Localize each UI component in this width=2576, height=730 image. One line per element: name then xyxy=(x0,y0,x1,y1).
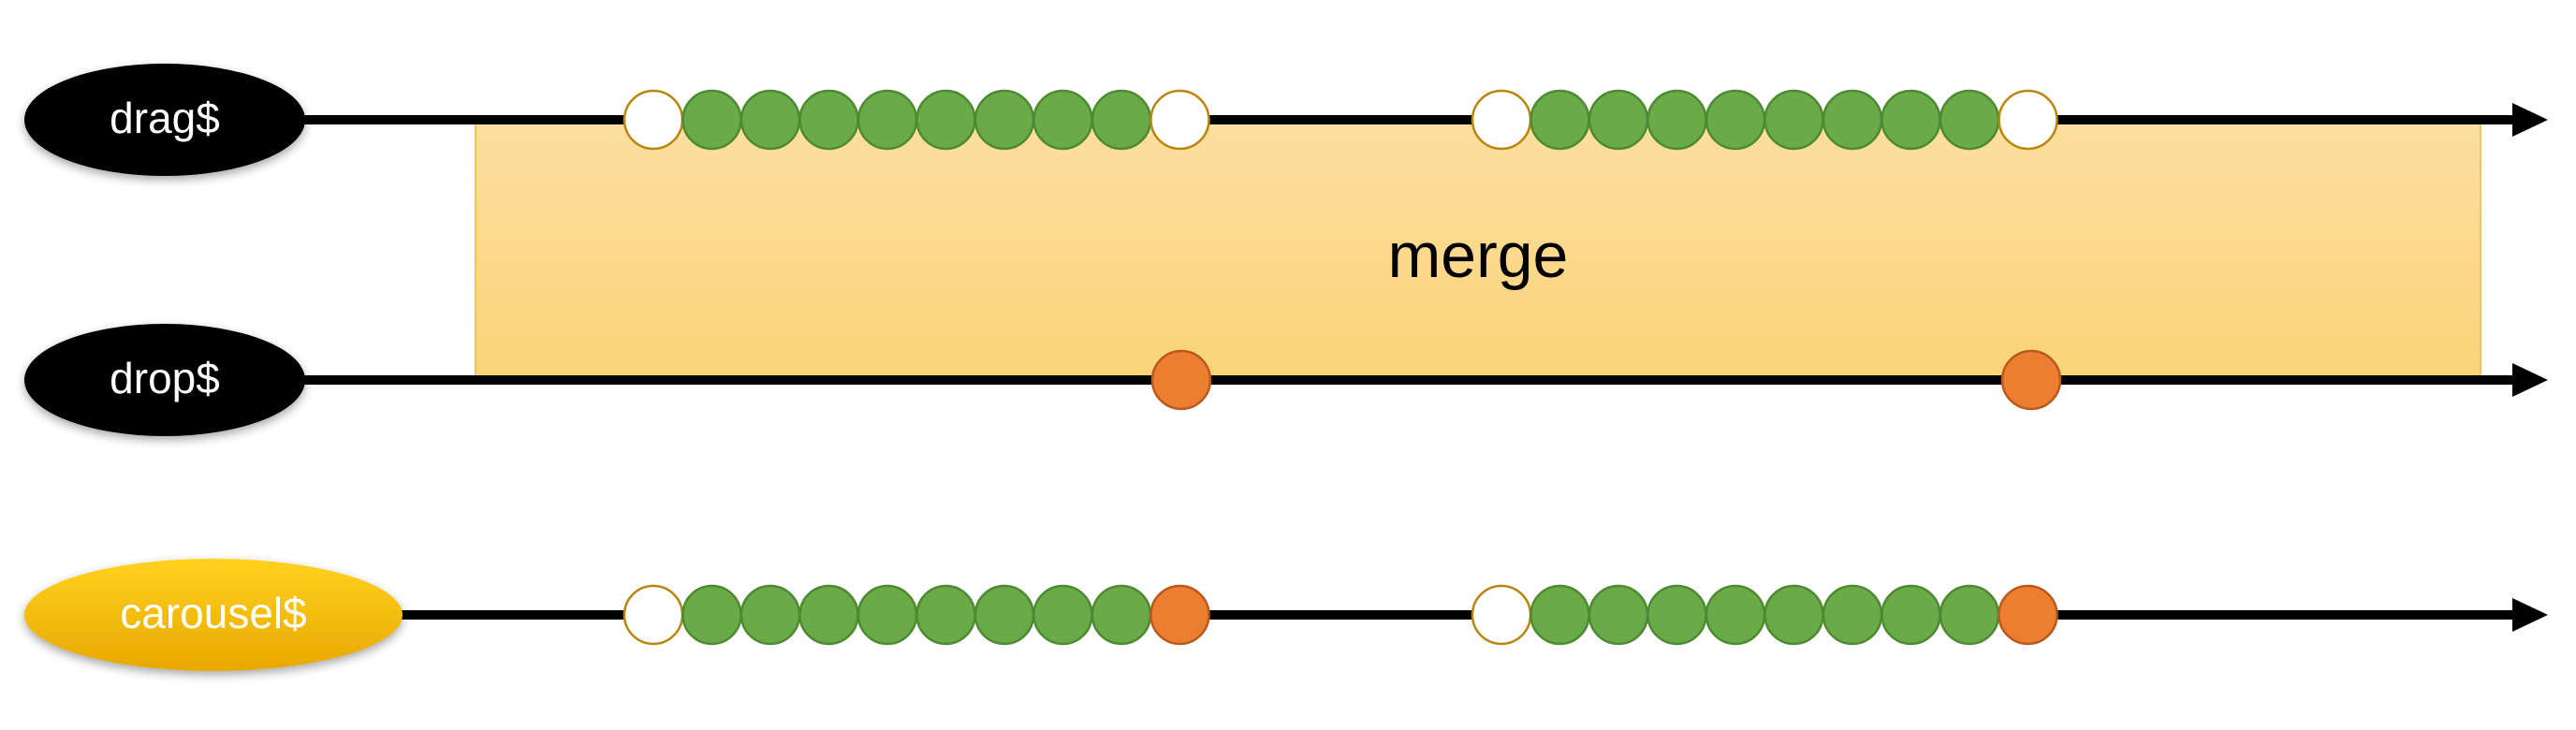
move-marble xyxy=(1764,584,1824,646)
merge-operator-box xyxy=(475,121,2481,381)
move-marble xyxy=(1530,89,1590,151)
stream-badge xyxy=(24,64,305,176)
move-marble xyxy=(739,89,801,151)
start-marble xyxy=(1149,89,1210,151)
move-marble xyxy=(856,584,918,646)
timeline-arrow-icon xyxy=(2512,103,2548,137)
move-marble xyxy=(1764,89,1824,151)
move-marble xyxy=(681,584,742,646)
move-marble xyxy=(1705,89,1766,151)
start-marble xyxy=(1998,89,2058,151)
move-marble xyxy=(798,584,859,646)
move-marble xyxy=(1705,584,1766,646)
start-marble xyxy=(1471,89,1532,151)
move-marble xyxy=(1881,89,1941,151)
stream-label: drop$ xyxy=(110,354,220,402)
move-marble xyxy=(1647,89,1707,151)
move-marble xyxy=(1032,89,1093,151)
move-marble xyxy=(1588,584,1649,646)
move-marble xyxy=(915,584,976,646)
move-marble xyxy=(1588,89,1649,151)
drop-marble xyxy=(2000,349,2062,411)
timeline-arrow-icon xyxy=(2512,598,2548,632)
move-marble xyxy=(973,584,1035,646)
move-marble xyxy=(856,89,918,151)
move-marble xyxy=(973,89,1035,151)
stream-label: drag$ xyxy=(110,94,220,142)
move-marble xyxy=(1822,584,1883,646)
move-marble xyxy=(1090,584,1152,646)
stream-badge xyxy=(24,559,402,671)
stream-label: carousel$ xyxy=(120,589,306,637)
move-marble xyxy=(1090,89,1152,151)
move-marble xyxy=(1822,89,1883,151)
merge-operator-label: merge xyxy=(1388,220,1569,291)
stream-carousel: carousel$ xyxy=(24,559,2548,671)
move-marble xyxy=(1939,584,2000,646)
merge-operator: merge xyxy=(475,121,2481,381)
timeline-arrow-icon xyxy=(2512,363,2548,397)
move-marble xyxy=(1530,584,1590,646)
start-marble xyxy=(1471,584,1532,646)
drop-marble xyxy=(1149,584,1210,646)
move-marble xyxy=(1647,584,1707,646)
move-marble xyxy=(1032,584,1093,646)
move-marble xyxy=(681,89,742,151)
start-marble xyxy=(622,89,684,151)
move-marble xyxy=(1939,89,2000,151)
stream-badge xyxy=(24,324,305,436)
move-marble xyxy=(739,584,801,646)
drop-marble xyxy=(1150,349,1212,411)
move-marble xyxy=(1881,584,1941,646)
stream-rows: drag$ drop$ carousel$ xyxy=(24,64,2548,671)
stream-drop: drop$ xyxy=(24,324,2548,436)
move-marble xyxy=(915,89,976,151)
drop-marble xyxy=(1998,584,2058,646)
start-marble xyxy=(622,584,684,646)
stream-drag: drag$ xyxy=(24,64,2548,176)
move-marble xyxy=(798,89,859,151)
